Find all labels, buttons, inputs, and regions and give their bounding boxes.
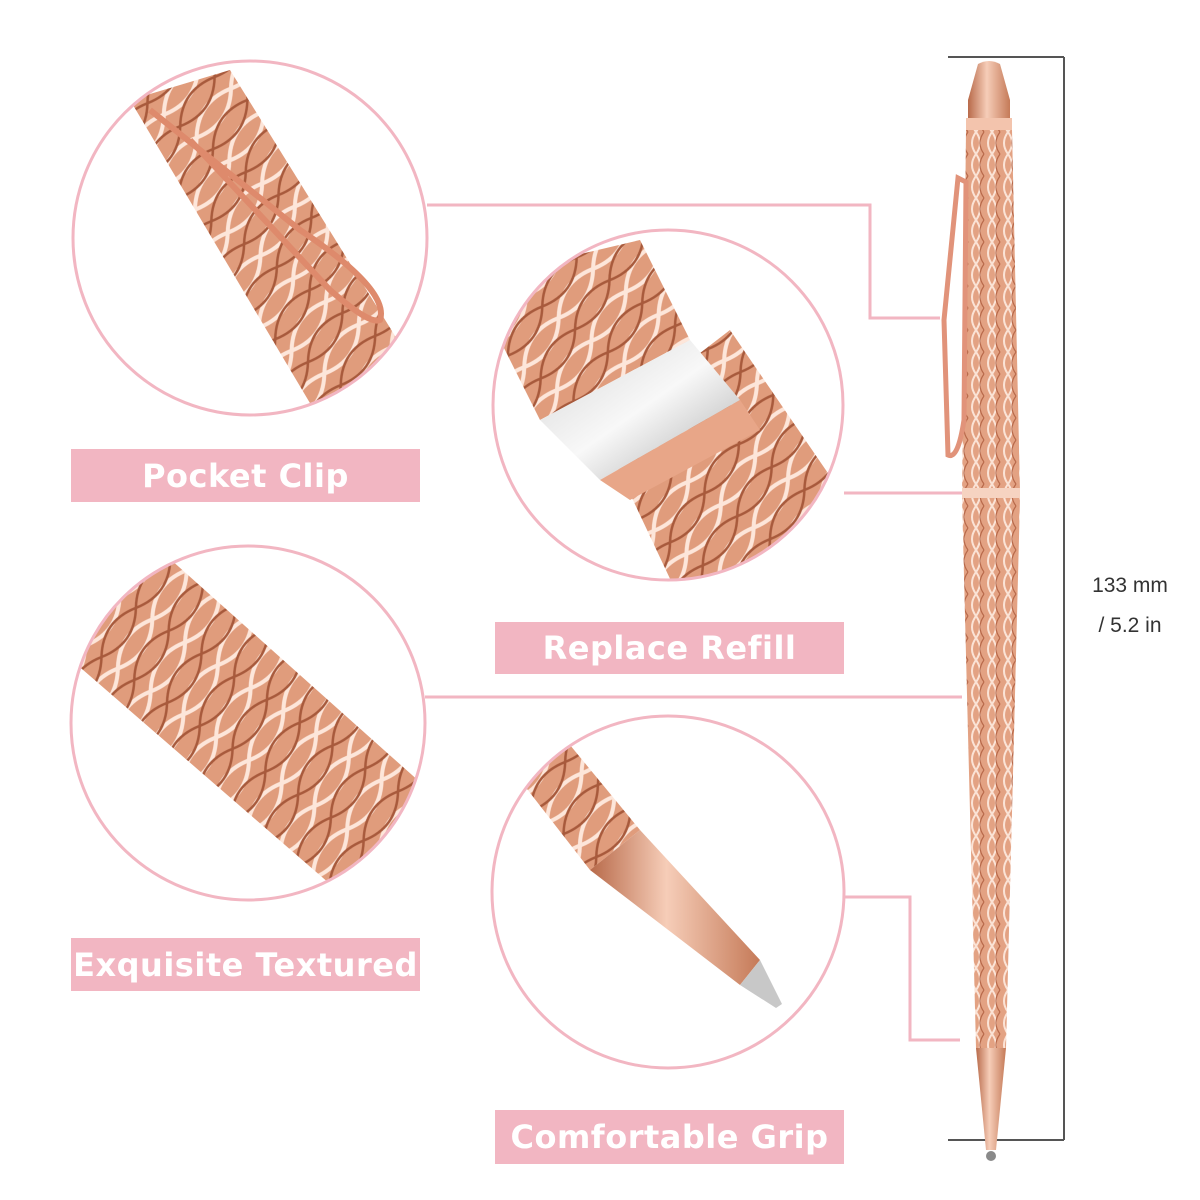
detail-circle-grip	[490, 714, 846, 1070]
comfortable-grip-label: Comfortable Grip	[495, 1110, 844, 1164]
dimension-bracket	[948, 56, 1065, 1141]
detail-circle-textured	[69, 544, 427, 902]
pocket-clip-label: Pocket Clip	[71, 449, 420, 502]
pen-illustration	[941, 61, 1020, 1161]
detail-circle-pocket-clip	[71, 59, 429, 417]
dimension-text: 133 mm / 5.2 in	[1068, 566, 1192, 646]
detail-circle-replace-refill	[491, 228, 845, 582]
length-mm: 133 mm	[1092, 574, 1168, 597]
exquisite-textured-label: Exquisite Textured	[71, 938, 420, 991]
replace-refill-label: Replace Refill	[495, 622, 844, 674]
connector-lines	[425, 203, 962, 1042]
length-in: / 5.2 in	[1098, 614, 1162, 637]
